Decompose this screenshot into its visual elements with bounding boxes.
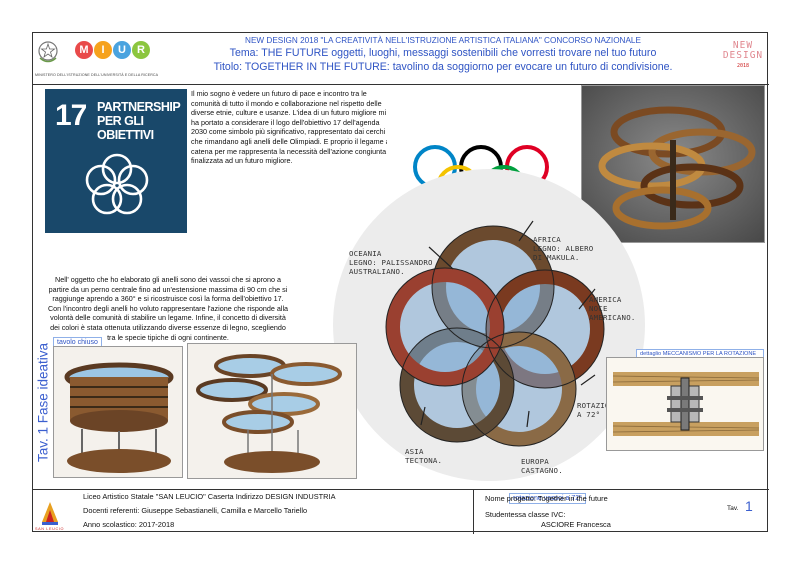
design-sheet: MINISTERO DELL'ISTRUZIONE DELL'UNIVERSIT… [32, 32, 769, 534]
ministry-name: MINISTERO DELL'ISTRUZIONE DELL'UNIVERSIT… [35, 73, 159, 77]
miur-letter-u: U [113, 41, 131, 59]
tav-label: Tav. [727, 505, 739, 512]
sheet-content: Tav. 1 Fase ideativa 17 PARTNERSHIP PER … [33, 85, 769, 504]
project-name: Nome progetto: Together in the future [485, 494, 608, 503]
concept-paragraph: Il mio sogno è vedere un futuro di pace … [191, 89, 390, 166]
sheet-header: MINISTERO DELL'ISTRUZIONE DELL'UNIVERSIT… [33, 33, 769, 85]
sdg-title: PARTNERSHIP PER GLI OBIETTIVI [97, 100, 180, 142]
theme-line: Tema: THE FUTURE oggetti, luoghi, messag… [229, 47, 657, 59]
closed-table-drawing [54, 347, 182, 477]
description-paragraph: Nell' oggetto che ho elaborato gli anell… [47, 275, 289, 342]
mechanism-detail-image [606, 357, 764, 451]
sketch-drawing [333, 169, 645, 481]
contest-name: NEW DESIGN 2018 "LA CREATIVITÀ NELL'ISTR… [245, 36, 641, 45]
open-table-drawing [188, 344, 356, 478]
miur-letter-i: I [94, 41, 112, 59]
new-design-logo: NEW DESIGN 2018 [721, 41, 765, 71]
side-title-text: Tav. 1 Fase ideativa [35, 342, 51, 463]
teachers: Docenti referenti: Giuseppe Sebastianell… [83, 506, 308, 515]
nd-word-new: NEW [732, 40, 754, 51]
school-logo-text: SAN LEUCIO [35, 527, 64, 531]
callout-tray-rotation: rotazione vassoi a 72° [509, 493, 586, 504]
school-logo-icon [39, 498, 61, 526]
nd-year: 2018 [736, 63, 750, 69]
open-table-image [187, 343, 357, 479]
sketch-rings-drawing [385, 220, 605, 447]
render-drawing [582, 86, 764, 242]
side-title: Tav. 1 Fase ideativa [35, 325, 53, 485]
italian-republic-emblem-icon [38, 41, 58, 63]
nd-word-design: DESIGN [722, 50, 764, 61]
miur-letter-m: M [75, 41, 93, 59]
school-year: Anno scolastico: 2017-2018 [83, 520, 175, 529]
student-name: ASCIORE Francesca [541, 520, 611, 529]
footer-divider [473, 490, 474, 534]
sdg-rings-icon [85, 153, 149, 215]
miur-logo: M I U R [75, 41, 150, 67]
tav-number: 1 [745, 498, 753, 514]
closed-table-image [53, 346, 183, 478]
render-image [581, 85, 765, 243]
student-label: Studentessa classe IVC: [485, 510, 566, 519]
header-titles: NEW DESIGN 2018 "LA CREATIVITÀ NELL'ISTR… [183, 35, 703, 74]
title-line: Titolo: TOGETHER IN THE FUTURE: tavolino… [213, 61, 673, 73]
sdg-17-tile: 17 PARTNERSHIP PER GLI OBIETTIVI [45, 89, 187, 233]
miur-letter-r: R [132, 41, 150, 59]
sheet-footer: SAN LEUCIO Liceo Artistico Statale "SAN … [33, 489, 769, 534]
school-name: Liceo Artistico Statale "SAN LEUCIO" Cas… [83, 492, 336, 501]
sdg-number: 17 [55, 99, 87, 132]
mechanism-detail-drawing [607, 358, 763, 450]
